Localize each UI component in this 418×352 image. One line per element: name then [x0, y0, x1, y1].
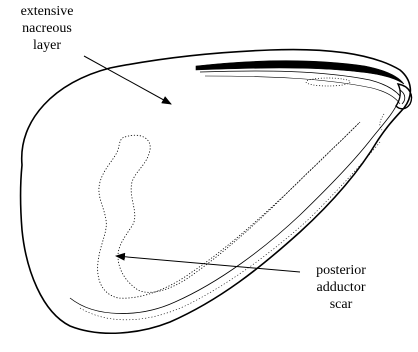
nacreous-layer-arrow — [84, 56, 171, 104]
label-posterior-adductor-scar: posterior adductor scar — [296, 262, 386, 313]
label-nacreous-layer: extensive nacreous layer — [2, 3, 92, 54]
label-nacreous-line-2: nacreous — [2, 20, 92, 37]
label-nacreous-line-3: layer — [2, 37, 92, 54]
label-scar-line-2: adductor — [296, 279, 386, 296]
adductor-scar-arrow — [116, 256, 300, 272]
anterior-scar — [306, 78, 350, 86]
hinge-ligament-hatching — [200, 71, 400, 96]
label-scar-line-1: posterior — [296, 262, 386, 279]
label-nacreous-line-1: extensive — [2, 3, 92, 20]
label-scar-line-3: scar — [296, 296, 386, 313]
pallial-line-anterior — [380, 114, 384, 130]
